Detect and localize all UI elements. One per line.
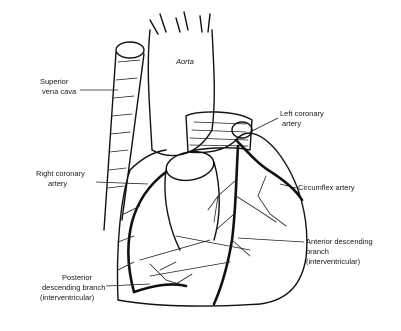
left-coronary-artery-label-line2: artery [282, 119, 301, 128]
anterior-descending-branch-label-line3: (interventricular) [306, 257, 361, 266]
posterior-descending-branch-drawing [134, 262, 192, 292]
anterior-descending-branch-leader [238, 238, 304, 242]
right-coronary-artery-leader [96, 182, 148, 184]
label-left-coronary-artery: Left coronary artery [250, 109, 324, 132]
posterior-descending-branch-label-line2: descending branch [42, 283, 105, 292]
superior-vena-cava-label-line1: Superior [40, 77, 69, 86]
anterior-descending-branch-label-line2: branch [306, 247, 329, 256]
posterior-descending-branch-label-line1: Posterior [62, 273, 93, 282]
posterior-descending-branch-leader [106, 284, 150, 286]
label-right-coronary-artery: Right coronary artery [36, 169, 148, 188]
aorta-drawing [148, 30, 214, 155]
label-superior-vena-cava: Superior vena cava [40, 77, 118, 96]
superior-vena-cava-label-line2: vena cava [42, 87, 77, 96]
label-anterior-descending-branch: Anterior descending branch (interventric… [238, 237, 373, 266]
left-coronary-artery-drawing [208, 140, 302, 304]
aortic-root-drawing [164, 148, 219, 250]
left-coronary-artery-label-line1: Left coronary [280, 109, 324, 118]
left-coronary-artery-leader [250, 118, 278, 132]
anterior-descending-branch-label-line1: Anterior descending [306, 237, 373, 246]
arch-vessels [150, 12, 210, 34]
right-coronary-artery-label-line1: Right coronary [36, 169, 85, 178]
right-coronary-artery-label-line2: artery [48, 179, 67, 188]
superior-vena-cava-drawing [104, 42, 144, 230]
aorta-label: Aorta [175, 57, 194, 66]
label-aorta: Aorta [175, 57, 194, 66]
posterior-descending-branch-label-line3: (interventricular) [40, 293, 95, 302]
circumflex-artery-label: Circumflex artery [298, 183, 355, 192]
